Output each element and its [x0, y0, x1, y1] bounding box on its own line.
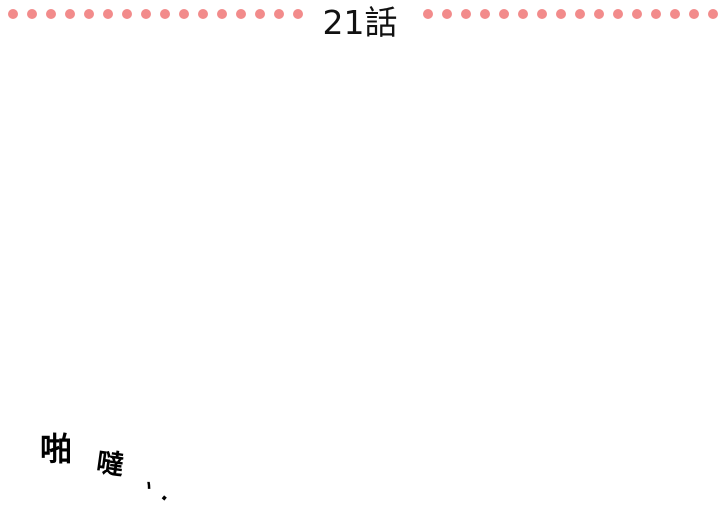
dot: [613, 9, 623, 19]
dot: [217, 9, 227, 19]
dot: [8, 9, 18, 19]
dot: [65, 9, 75, 19]
dot: [46, 9, 56, 19]
dot: [689, 9, 699, 19]
dot: [670, 9, 680, 19]
dot: [236, 9, 246, 19]
dot: [255, 9, 265, 19]
dot: [499, 9, 509, 19]
dot: [480, 9, 490, 19]
sound-effect-text-2: 噠: [94, 447, 126, 482]
dot: [141, 9, 151, 19]
dot: [651, 9, 661, 19]
dot: [103, 9, 113, 19]
dot: [27, 9, 37, 19]
dot: [442, 9, 452, 19]
dot: [274, 9, 284, 19]
dot: [179, 9, 189, 19]
dot: [537, 9, 547, 19]
dot: [122, 9, 132, 19]
chapter-title: 21話: [322, 3, 398, 42]
dot: [84, 9, 94, 19]
dot: [556, 9, 566, 19]
dot: [423, 9, 433, 19]
decorative-dots-right: [423, 9, 718, 19]
dot: [461, 9, 471, 19]
dot: [632, 9, 642, 19]
dot: [708, 9, 718, 19]
dot: [518, 9, 528, 19]
sound-effect-trail: 、.: [141, 469, 179, 506]
decorative-dots-left: [8, 9, 303, 19]
dot: [575, 9, 585, 19]
sound-effect-text-1: 啪: [40, 430, 73, 468]
dot: [594, 9, 604, 19]
dot: [160, 9, 170, 19]
dot: [198, 9, 208, 19]
dot: [293, 9, 303, 19]
